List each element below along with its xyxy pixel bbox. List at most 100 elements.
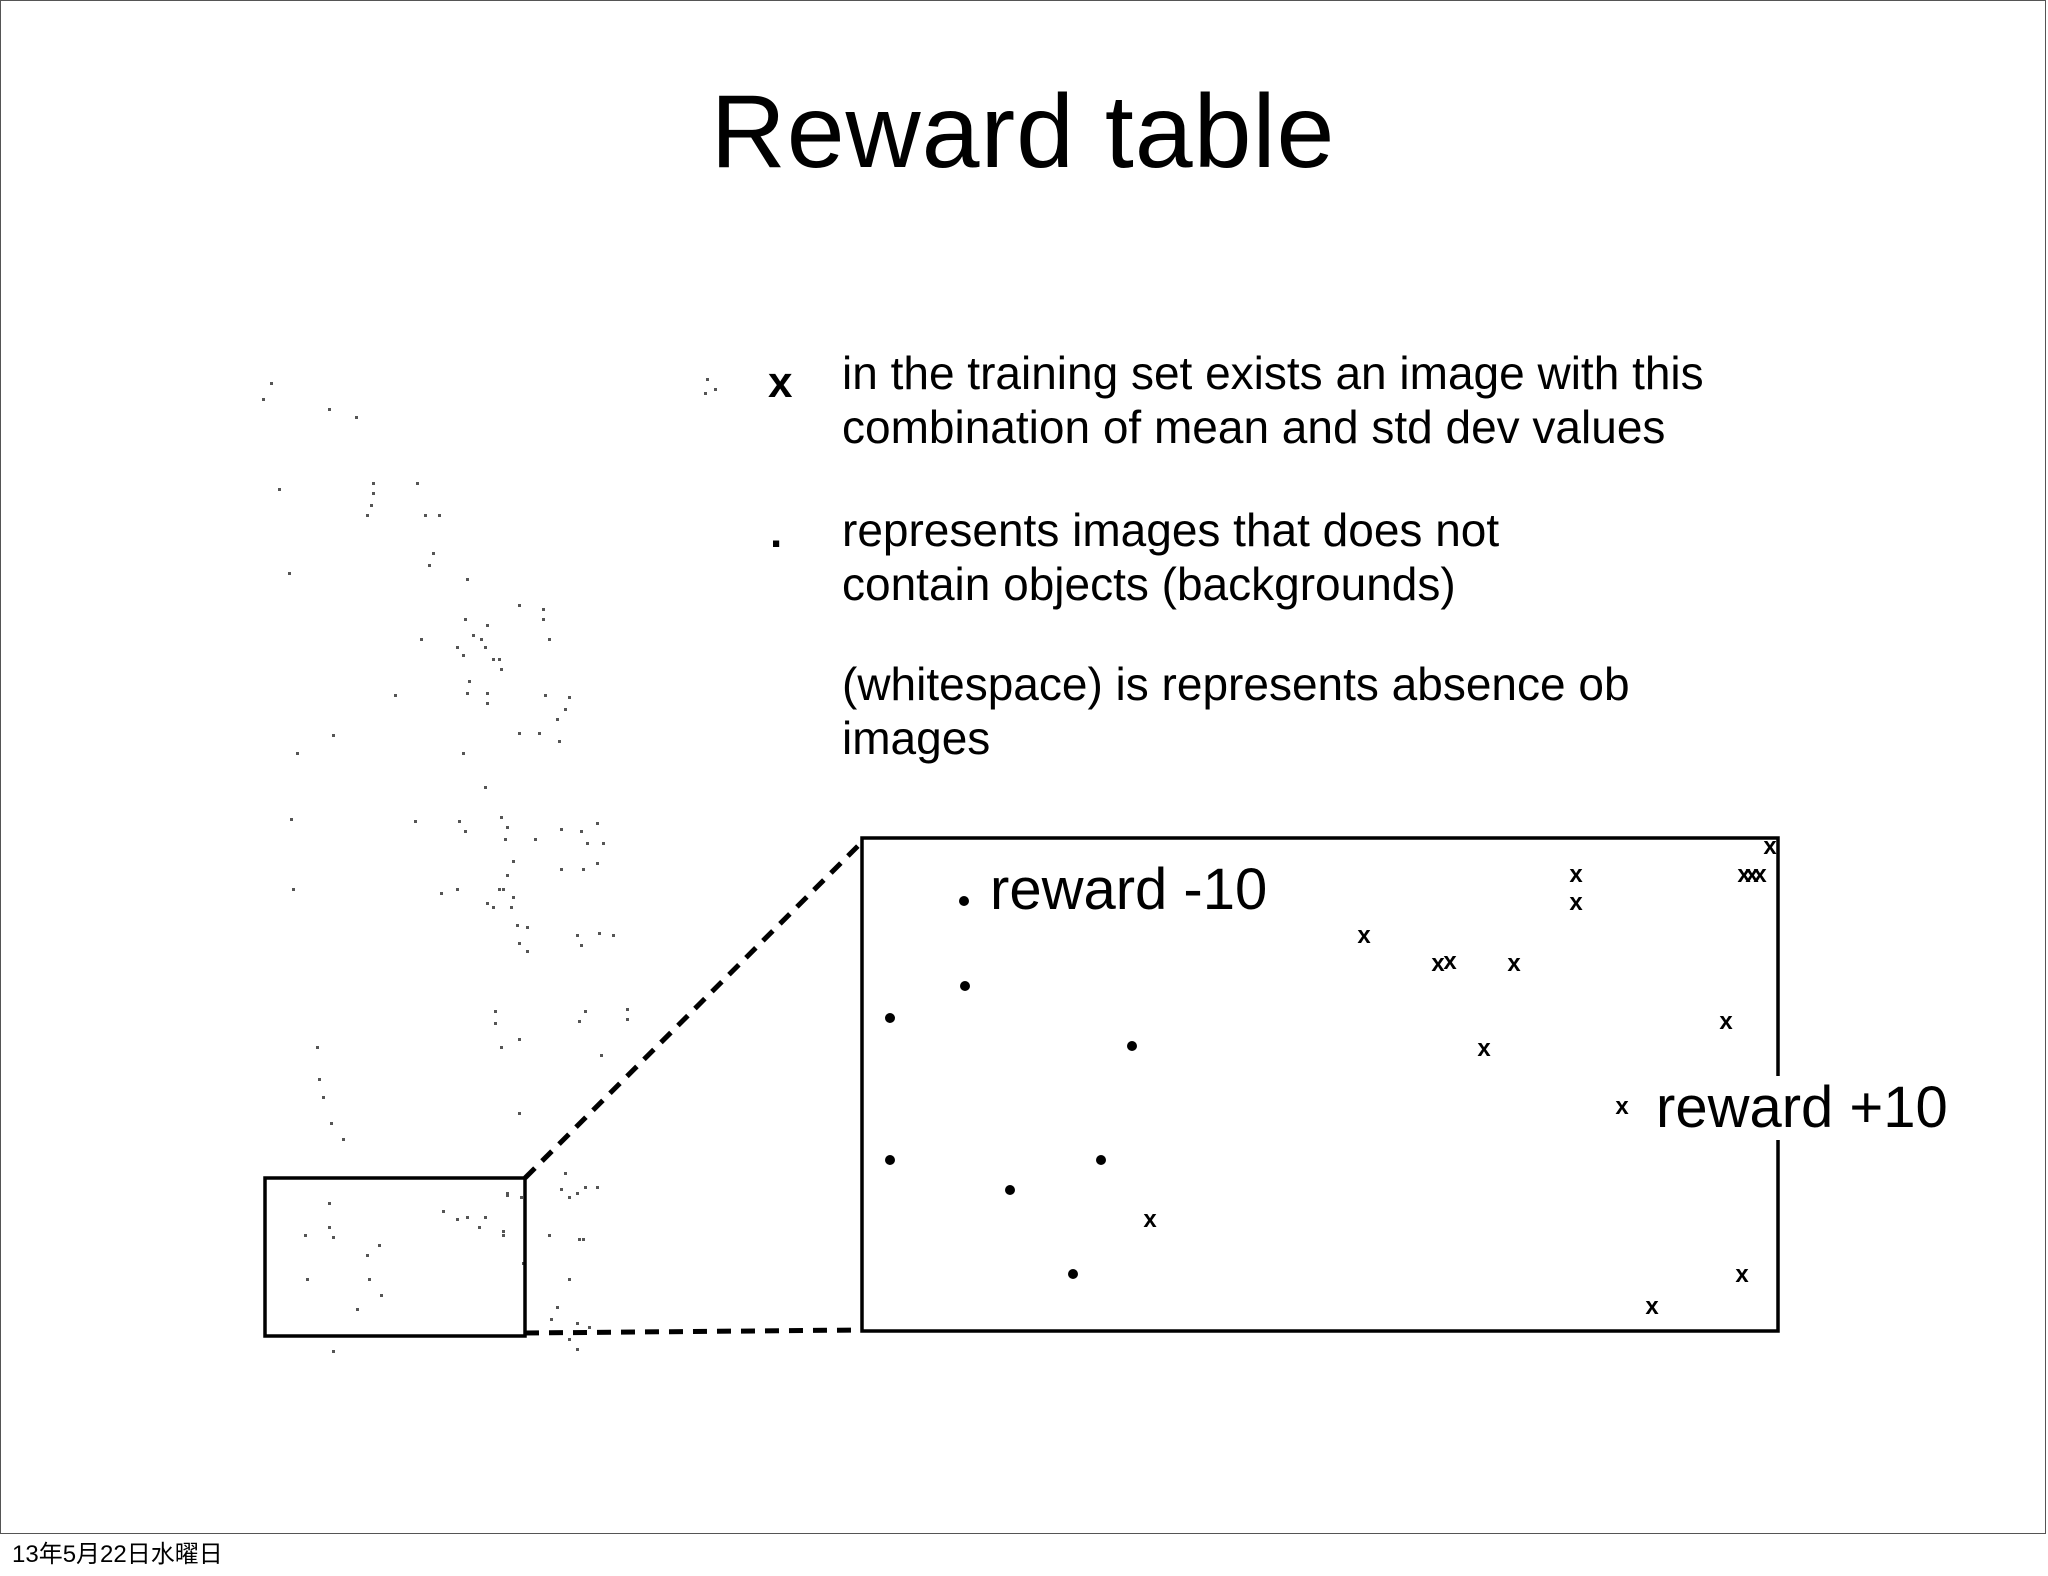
scatter-mark bbox=[560, 1188, 563, 1191]
scatter-mark bbox=[568, 696, 571, 699]
slide-frame bbox=[0, 0, 2046, 1534]
scatter-mark bbox=[478, 1226, 481, 1229]
legend-line: combination of mean and std dev values bbox=[842, 401, 1666, 453]
scatter-mark bbox=[576, 1192, 579, 1195]
scatter-mark bbox=[372, 492, 375, 495]
scatter-mark bbox=[366, 1254, 369, 1257]
scatter-mark bbox=[506, 1194, 509, 1197]
scatter-mark bbox=[330, 1122, 333, 1125]
legend-line: in the training set exists an image with… bbox=[842, 347, 1704, 399]
scatter-mark bbox=[510, 906, 513, 909]
legend-symbol-dot: . bbox=[770, 508, 783, 557]
scatter-mark bbox=[578, 1238, 581, 1241]
training-x-mark: x bbox=[1569, 861, 1583, 888]
background-dot bbox=[1127, 1041, 1137, 1051]
scatter-mark bbox=[526, 926, 529, 929]
scatter-mark bbox=[558, 740, 561, 743]
scatter-mark bbox=[355, 416, 358, 419]
background-dot bbox=[960, 981, 970, 991]
scatter-mark bbox=[520, 1196, 523, 1199]
scatter-mark bbox=[582, 868, 585, 871]
scatter-mark bbox=[602, 842, 605, 845]
scatter-mark bbox=[582, 1238, 585, 1241]
scatter-mark bbox=[456, 888, 459, 891]
scatter-mark bbox=[626, 1018, 629, 1021]
scatter-mark bbox=[504, 838, 507, 841]
scatter-mark bbox=[612, 934, 615, 937]
scatter-mark bbox=[502, 1230, 505, 1233]
scatter-mark bbox=[372, 482, 375, 485]
scatter-mark bbox=[500, 816, 503, 819]
scatter-mark bbox=[704, 392, 707, 395]
scatter-mark bbox=[596, 1186, 599, 1189]
scatter-mark bbox=[328, 1202, 331, 1205]
training-x-mark: x bbox=[1719, 1008, 1733, 1035]
scatter-mark bbox=[466, 692, 469, 695]
background-dot bbox=[885, 1013, 895, 1023]
training-x-mark: x bbox=[1443, 948, 1457, 975]
zoom-connector-top bbox=[523, 840, 864, 1180]
scatter-mark bbox=[492, 658, 495, 661]
scatter-mark bbox=[500, 668, 503, 671]
scatter-mark bbox=[500, 1046, 503, 1049]
scatter-mark bbox=[424, 514, 427, 517]
scatter-mark bbox=[598, 932, 601, 935]
scatter-mark bbox=[262, 398, 265, 401]
scatter-mark bbox=[416, 482, 419, 485]
selection-rectangle bbox=[263, 1176, 527, 1338]
scatter-mark bbox=[706, 378, 709, 381]
scatter-mark bbox=[322, 1096, 325, 1099]
scatter-mark bbox=[542, 608, 545, 611]
scatter-mark bbox=[394, 694, 397, 697]
scatter-mark bbox=[714, 388, 717, 391]
scatter-mark bbox=[586, 842, 589, 845]
scatter-mark bbox=[316, 1046, 319, 1049]
training-x-mark: x bbox=[1615, 1093, 1629, 1120]
scatter-mark bbox=[378, 1244, 381, 1247]
scatter-mark bbox=[578, 1020, 581, 1023]
training-x-mark: x bbox=[1431, 950, 1445, 977]
scatter-mark bbox=[498, 888, 501, 891]
scatter-mark bbox=[548, 1234, 551, 1237]
scatter-mark bbox=[518, 942, 521, 945]
scatter-mark bbox=[288, 572, 291, 575]
scatter-mark bbox=[580, 830, 583, 833]
training-x-mark: x bbox=[1735, 1261, 1749, 1288]
scatter-mark bbox=[506, 1192, 509, 1195]
zoom-connector-bottom bbox=[524, 1327, 863, 1336]
scatter-mark bbox=[626, 1008, 629, 1011]
training-x-mark: x bbox=[1645, 1293, 1659, 1320]
scatter-mark bbox=[458, 820, 461, 823]
scatter-mark bbox=[440, 892, 443, 895]
scatter-mark bbox=[576, 1322, 579, 1325]
legend-line: images bbox=[842, 712, 991, 764]
scatter-mark bbox=[548, 638, 551, 641]
scatter-mark bbox=[518, 1112, 521, 1115]
reward-positive-label: reward +10 bbox=[1652, 1076, 1952, 1140]
scatter-mark bbox=[292, 888, 295, 891]
scatter-mark bbox=[568, 1338, 571, 1341]
scatter-mark bbox=[484, 646, 487, 649]
scatter-mark bbox=[506, 826, 509, 829]
scatter-mark bbox=[484, 1216, 487, 1219]
scatter-mark bbox=[600, 1054, 603, 1057]
scatter-mark bbox=[502, 1234, 505, 1237]
scatter-mark bbox=[588, 1326, 591, 1329]
scatter-mark bbox=[498, 658, 501, 661]
scatter-mark bbox=[484, 786, 487, 789]
scatter-mark bbox=[462, 752, 465, 755]
scatter-mark bbox=[332, 734, 335, 737]
training-x-mark: x bbox=[1569, 889, 1583, 916]
scatter-mark bbox=[518, 1038, 521, 1041]
scatter-mark bbox=[332, 1350, 335, 1353]
scatter-mark bbox=[576, 934, 579, 937]
scatter-mark bbox=[556, 718, 559, 721]
scatter-mark bbox=[596, 822, 599, 825]
scatter-mark bbox=[494, 1022, 497, 1025]
training-x-mark: x bbox=[1357, 922, 1371, 949]
training-x-mark: x bbox=[1763, 833, 1777, 860]
scatter-mark bbox=[304, 1234, 307, 1237]
scatter-mark bbox=[370, 504, 373, 507]
scatter-mark bbox=[420, 638, 423, 641]
